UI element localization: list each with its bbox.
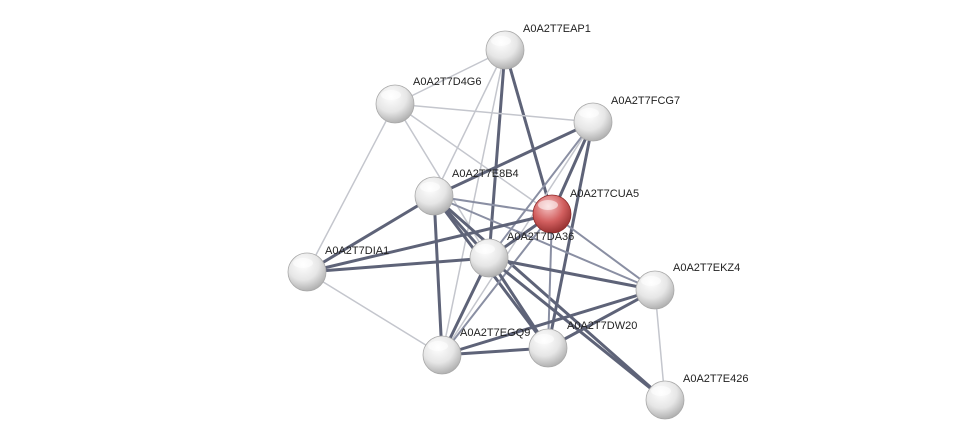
edge-a0a2t7e8b4-a0a2t7egq9 xyxy=(432,194,444,357)
edge-a0a2t7egq9-a0a2t7ekz4 xyxy=(440,288,657,357)
node-gloss xyxy=(293,258,313,268)
edge-a0a2t7e8b4-a0a2t7cua5 xyxy=(433,195,553,215)
edge-a0a2t7d4g6-a0a2t7dia1 xyxy=(306,103,396,273)
node-gloss xyxy=(381,90,401,100)
node-gloss xyxy=(475,244,495,254)
node-label-a0a2t7dia1: A0A2T7DIA1 xyxy=(325,245,389,257)
node-gloss xyxy=(651,386,671,396)
node-label-a0a2t7fcg7: A0A2T7FCG7 xyxy=(611,95,680,107)
node-label-a0a2t7dw20: A0A2T7DW20 xyxy=(567,320,637,332)
node-gloss xyxy=(420,182,440,192)
node-a0a2t7cua5[interactable] xyxy=(532,194,572,234)
edge-a0a2t7eap1-a0a2t7da36 xyxy=(487,48,507,260)
edge-a0a2t7da36-a0a2t7ekz4 xyxy=(487,256,657,292)
edge-a0a2t7dw20-a0a2t7ekz4 xyxy=(546,288,657,350)
nodes-layer xyxy=(287,30,685,420)
node-a0a2t7eap1[interactable] xyxy=(485,30,525,70)
edge-a0a2t7cua5-a0a2t7egq9 xyxy=(441,213,553,356)
node-a0a2t7dw20[interactable] xyxy=(528,328,568,368)
node-label-a0a2t7eap1: A0A2T7EAP1 xyxy=(523,23,591,35)
edge-a0a2t7e8b4-a0a2t7ekz4 xyxy=(433,195,656,291)
node-gloss xyxy=(428,341,448,351)
node-gloss xyxy=(491,36,511,46)
node-a0a2t7da36[interactable] xyxy=(469,238,509,278)
node-a0a2t7egq9[interactable] xyxy=(422,335,462,375)
edge-a0a2t7cua5-a0a2t7dw20 xyxy=(547,213,553,349)
node-a0a2t7dia1[interactable] xyxy=(287,252,327,292)
edge-a0a2t7e8b4-a0a2t7dia1 xyxy=(305,194,436,274)
node-label-a0a2t7ekz4: A0A2T7EKZ4 xyxy=(673,262,740,274)
edge-a0a2t7fcg7-a0a2t7da36 xyxy=(488,121,594,259)
node-label-a0a2t7egq9: A0A2T7EGQ9 xyxy=(460,327,530,339)
node-gloss xyxy=(579,108,599,118)
node-a0a2t7e426[interactable] xyxy=(645,380,685,420)
node-label-a0a2t7da36: A0A2T7DA36 xyxy=(507,231,574,243)
node-a0a2t7e8b4[interactable] xyxy=(414,176,454,216)
node-a0a2t7fcg7[interactable] xyxy=(573,102,613,142)
edge-a0a2t7da36-a0a2t7dia1 xyxy=(305,256,491,274)
edge-a0a2t7eap1-a0a2t7cua5 xyxy=(503,48,554,216)
edge-a0a2t7d4g6-a0a2t7cua5 xyxy=(394,103,553,215)
edge-a0a2t7da36-a0a2t7e426 xyxy=(487,256,667,402)
edge-a0a2t7fcg7-a0a2t7e8b4 xyxy=(432,120,595,198)
node-label-a0a2t7e426: A0A2T7E426 xyxy=(683,373,748,385)
node-label-a0a2t7cua5: A0A2T7CUA5 xyxy=(570,188,639,200)
edge-a0a2t7cua5-a0a2t7dia1 xyxy=(305,212,554,274)
node-a0a2t7d4g6[interactable] xyxy=(375,84,415,124)
node-gloss xyxy=(641,276,661,286)
edge-a0a2t7dia1-a0a2t7egq9 xyxy=(306,271,443,356)
node-label-a0a2t7d4g6: A0A2T7D4G6 xyxy=(413,76,481,88)
edge-a0a2t7cua5-a0a2t7ekz4 xyxy=(551,213,656,291)
labels-layer: A0A2T7EAP1A0A2T7D4G6A0A2T7FCG7A0A2T7E8B4… xyxy=(325,23,748,385)
node-gloss xyxy=(538,200,558,210)
edge-a0a2t7eap1-a0a2t7d4g6 xyxy=(394,49,506,105)
edges-layer xyxy=(305,48,667,402)
edge-a0a2t7eap1-a0a2t7e8b4 xyxy=(433,49,506,197)
node-label-a0a2t7e8b4: A0A2T7E8B4 xyxy=(452,168,519,180)
edge-a0a2t7d4g6-a0a2t7fcg7 xyxy=(394,103,594,123)
node-a0a2t7ekz4[interactable] xyxy=(635,270,675,310)
node-gloss xyxy=(534,334,554,344)
